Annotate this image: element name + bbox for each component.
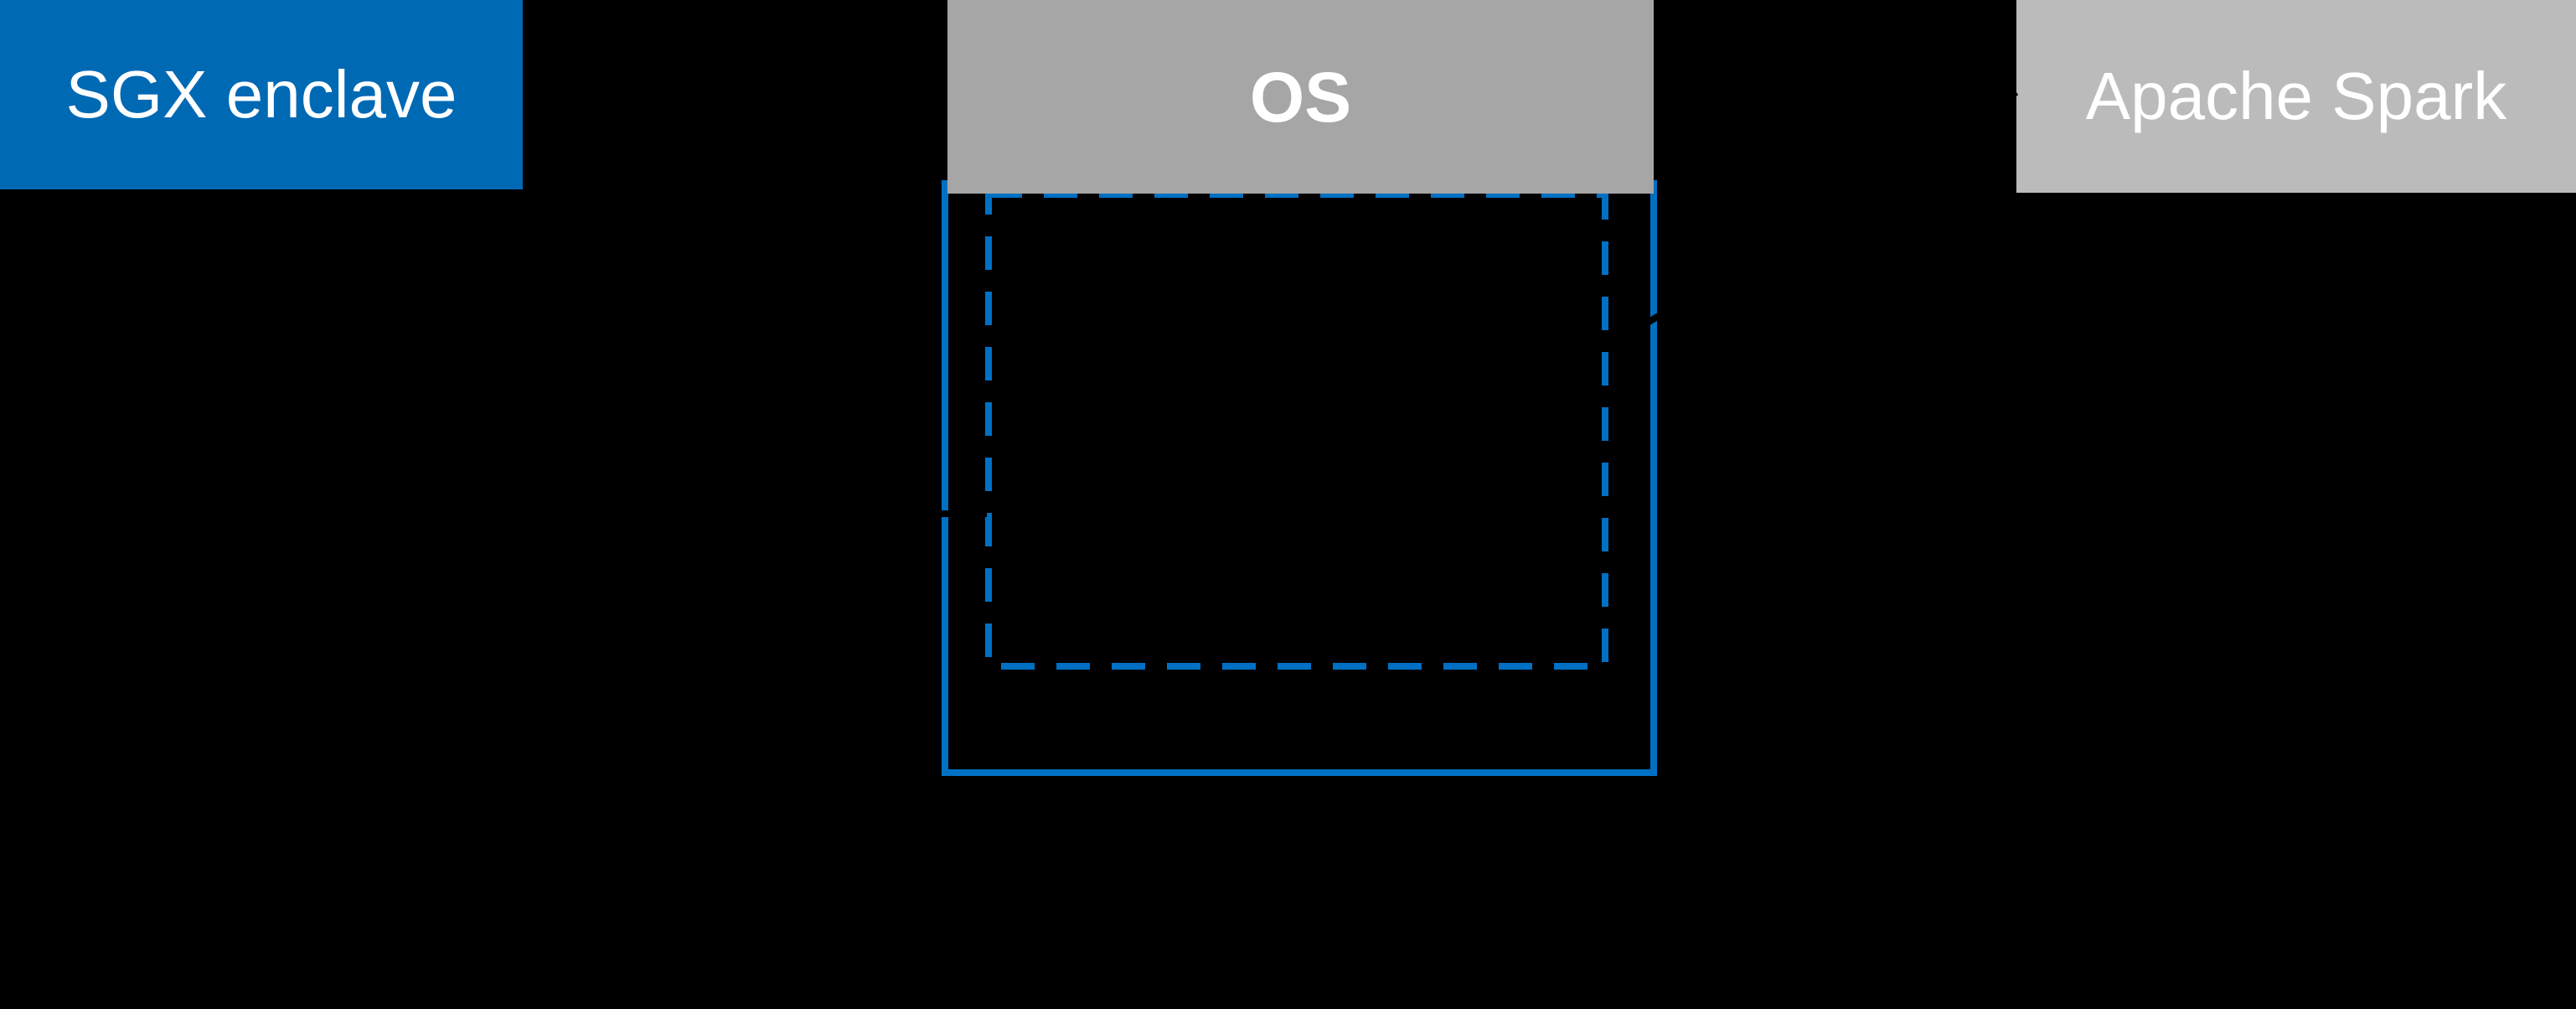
sgx-enclave-box: SGX enclave xyxy=(0,0,523,189)
arrow-apache-spark-to-enclave xyxy=(1608,414,2018,550)
os-label: OS xyxy=(1249,57,1352,137)
enclave-dashed-border xyxy=(985,191,1608,670)
sgx-enclave-label: SGX enclave xyxy=(65,57,457,132)
apache-spark-label: Apache Spark xyxy=(2085,59,2507,133)
arrow-user-apps-to-app xyxy=(1546,89,2019,387)
apache-spark-box: Apache Spark xyxy=(2016,0,2576,193)
os-box: OS xyxy=(947,0,1654,194)
